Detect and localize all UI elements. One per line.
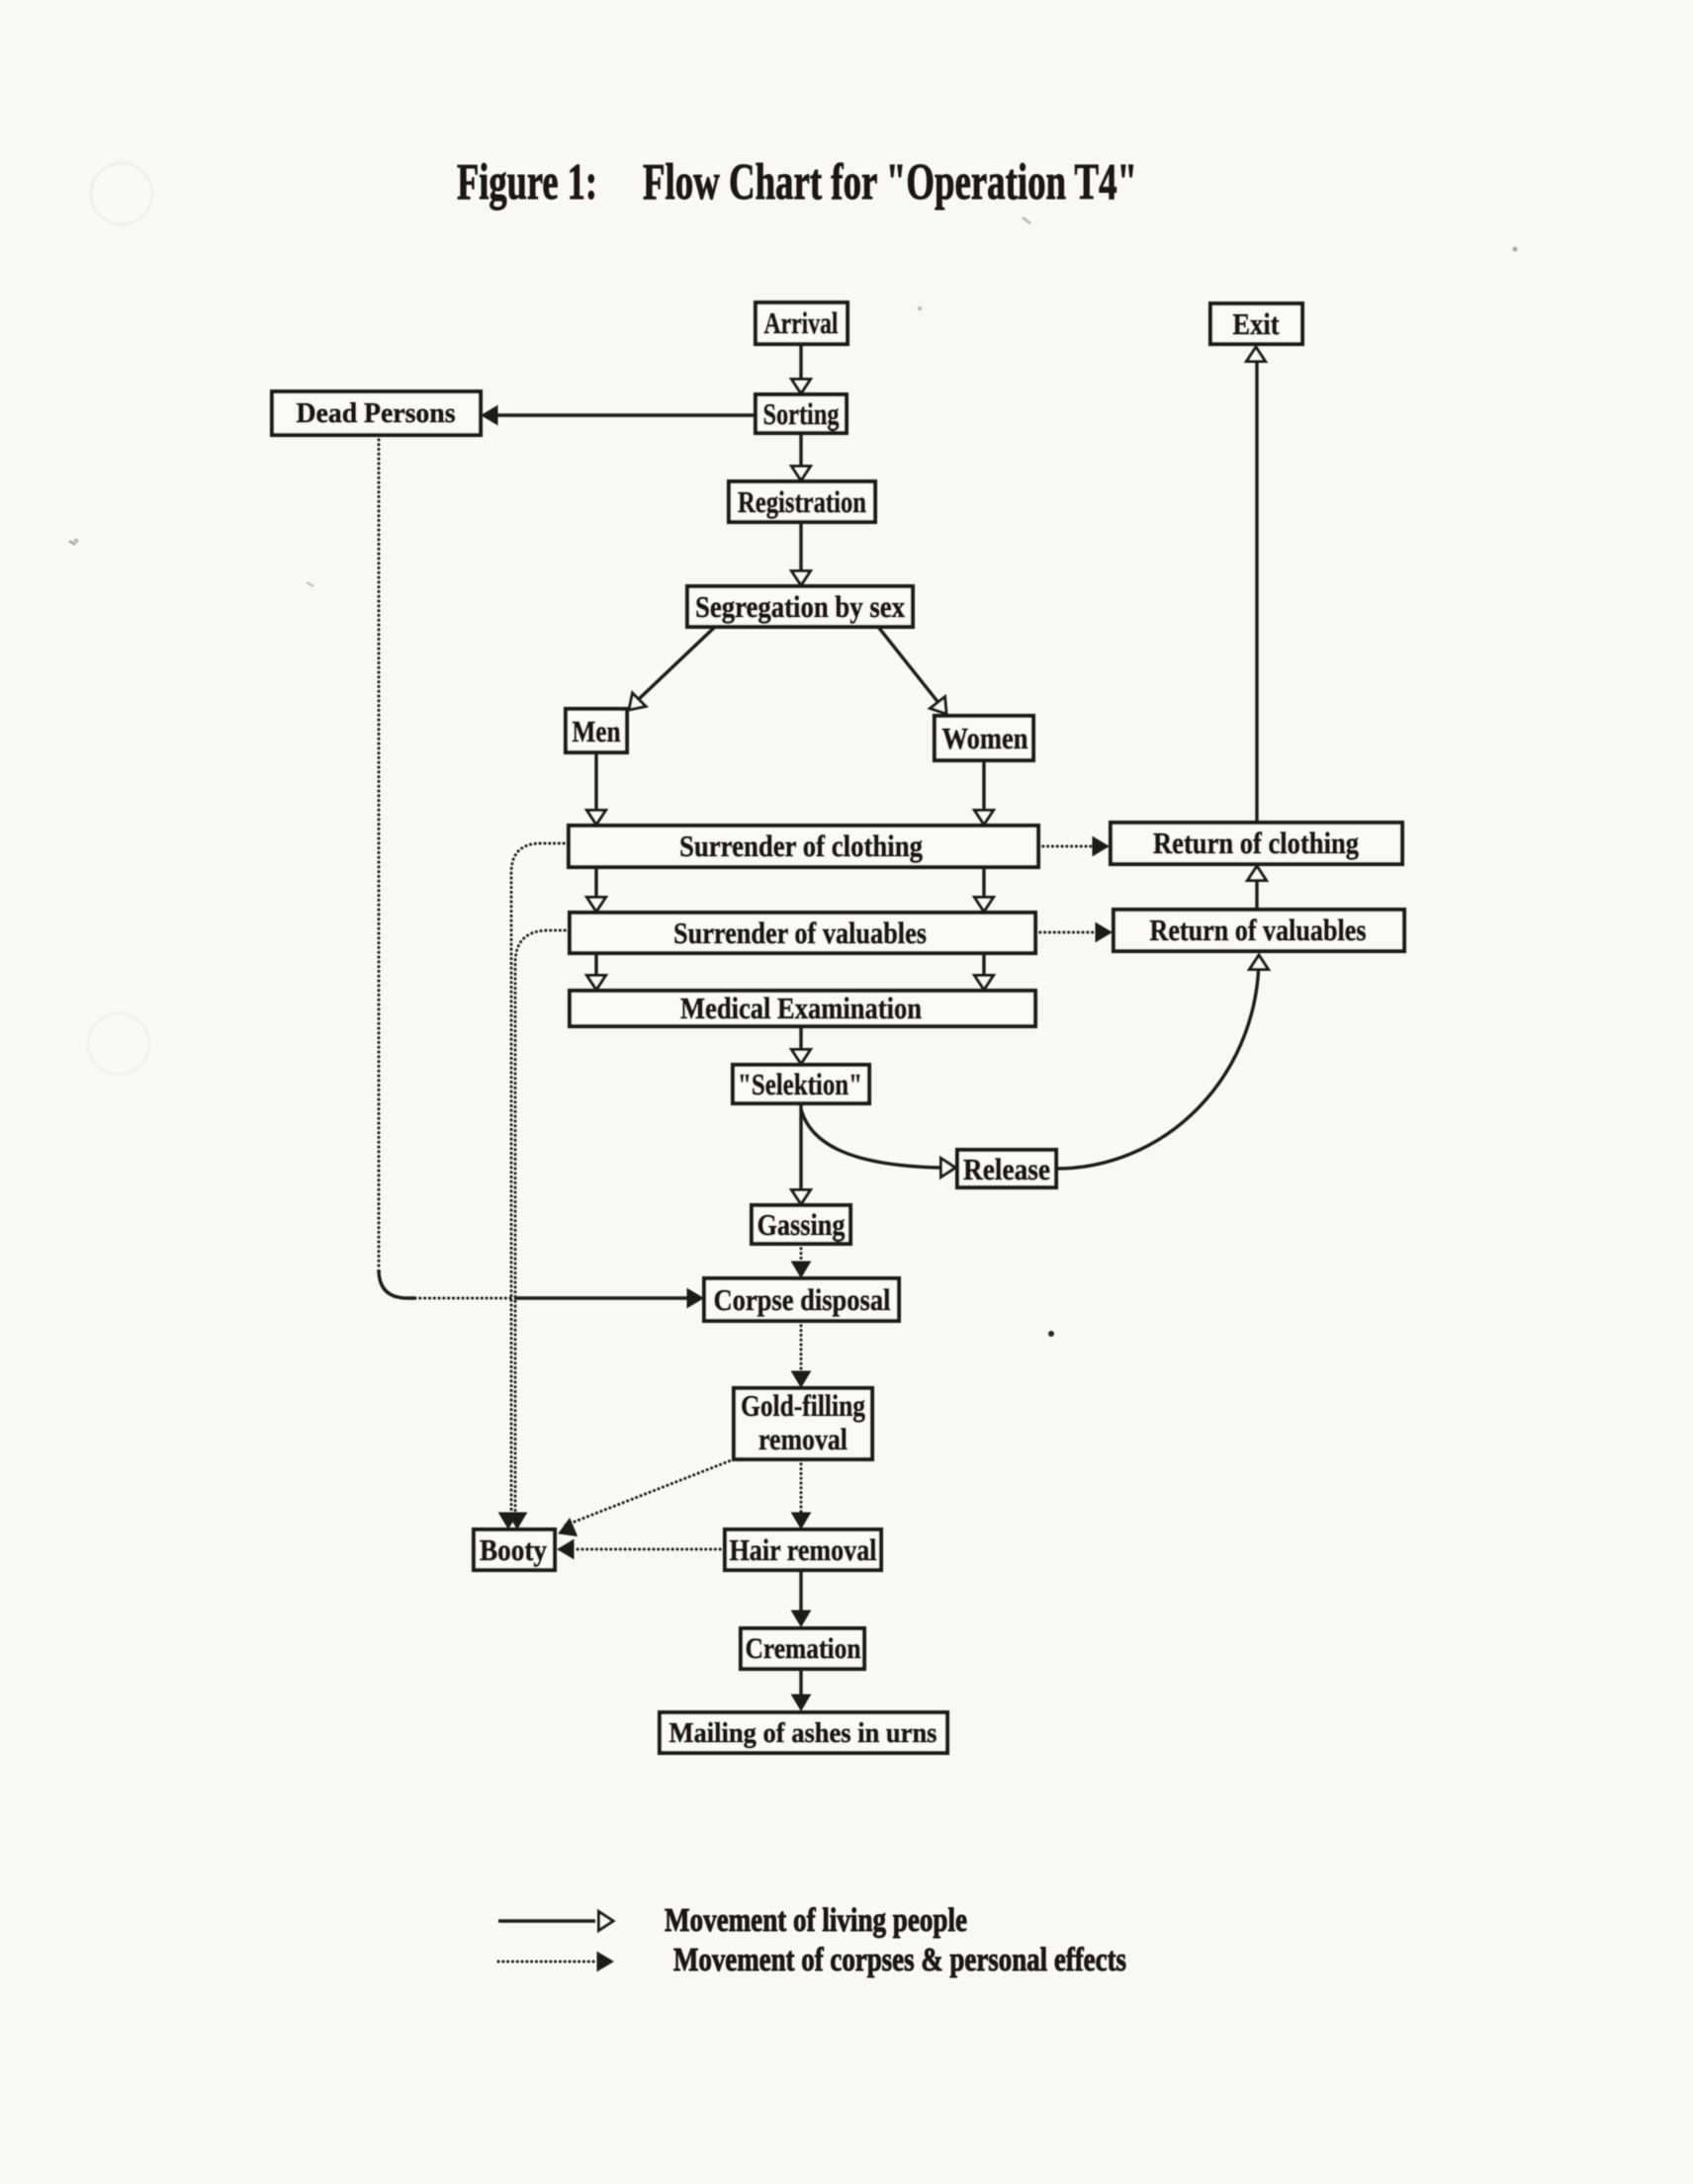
svg-text:Figure 1:: Figure 1: bbox=[457, 154, 597, 211]
svg-text:Exit: Exit bbox=[1233, 306, 1281, 341]
svg-text:Medical Examination: Medical Examination bbox=[680, 991, 922, 1025]
svg-text:Return of clothing: Return of clothing bbox=[1153, 826, 1359, 860]
svg-text:Gassing: Gassing bbox=[757, 1207, 846, 1242]
svg-text:Gold-filling: Gold-filling bbox=[741, 1388, 865, 1423]
svg-text:Surrender of valuables: Surrender of valuables bbox=[673, 916, 927, 950]
svg-text:Booty: Booty bbox=[480, 1532, 547, 1567]
svg-text:Arrival: Arrival bbox=[764, 306, 839, 340]
svg-text:Segregation by sex: Segregation by sex bbox=[695, 589, 905, 624]
svg-text:Flow Chart for "Operation T4": Flow Chart for "Operation T4" bbox=[643, 154, 1137, 211]
svg-text:"Selektion": "Selektion" bbox=[738, 1067, 862, 1101]
svg-text:Hair removal: Hair removal bbox=[730, 1532, 877, 1567]
svg-text:removal: removal bbox=[758, 1422, 847, 1456]
svg-text:Registration: Registration bbox=[738, 484, 866, 519]
svg-text:Release: Release bbox=[963, 1152, 1050, 1186]
svg-text:Dead Persons: Dead Persons bbox=[297, 398, 456, 429]
svg-text:Mailing of ashes in urns: Mailing of ashes in urns bbox=[669, 1717, 937, 1749]
svg-text:Surrender of clothing: Surrender of clothing bbox=[679, 829, 923, 863]
svg-text:Sorting: Sorting bbox=[763, 396, 840, 431]
svg-text:Cremation: Cremation bbox=[746, 1632, 861, 1665]
svg-text:Women: Women bbox=[942, 721, 1028, 755]
svg-text:Men: Men bbox=[573, 714, 621, 748]
svg-text:Return of valuables: Return of valuables bbox=[1150, 913, 1367, 947]
svg-text:Movement of living people: Movement of living people bbox=[665, 1902, 967, 1939]
svg-text:Corpse disposal: Corpse disposal bbox=[714, 1282, 891, 1317]
svg-text:Movement of corpses & personal: Movement of corpses & personal effects bbox=[673, 1942, 1126, 1978]
